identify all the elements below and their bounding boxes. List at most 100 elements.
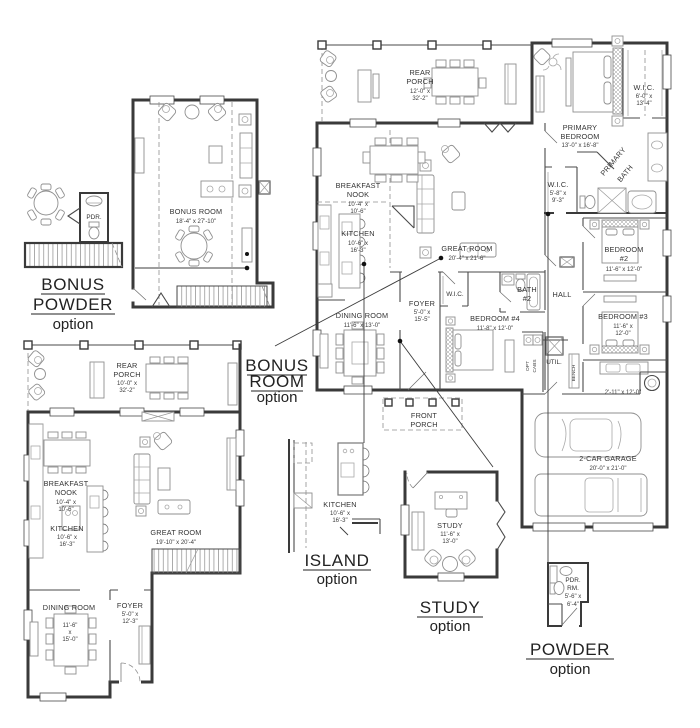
- main-kitchen-dim1: 10'-6" x: [348, 241, 368, 247]
- main-kitchen-dim2: 16'-3": [350, 248, 365, 254]
- primary-bedroom-dim: 13'-0" x 16'-8": [562, 143, 599, 149]
- bench-label: BENCH: [571, 364, 577, 381]
- lower-breakfast-label: BREAKFAST: [44, 479, 89, 488]
- bonus-powder-caption-1: BONUS: [41, 275, 104, 294]
- wic-hall-dim2: 9'-3": [552, 198, 564, 204]
- bedroom2-dim: 11'-6" x 12'-0": [606, 267, 642, 273]
- bonus-room-caption-1: BONUS: [245, 356, 308, 375]
- option-leader-lines: [135, 211, 551, 562]
- main-foyer-dim1: 5'-0" x: [414, 310, 431, 316]
- island-kitchen-dim2: 16'-3": [332, 518, 347, 524]
- bonus-room-caption-2: ROOM: [249, 372, 304, 391]
- powder-caption-2: option: [550, 661, 591, 678]
- main-rear-porch-label2: PORCH: [406, 77, 433, 86]
- main-foyer-label: FOYER: [409, 299, 435, 308]
- lower-dining-dim3: 15'-0": [62, 637, 77, 643]
- bedroom4-dim: 11'-8" x 12'-0": [477, 326, 513, 332]
- primary-wic-dim1: 6'-0" x: [636, 94, 653, 100]
- bonus-powder-caption-3: option: [53, 316, 94, 333]
- bath2-label2: #2: [523, 294, 532, 303]
- bonus-room-label: BONUS ROOM: [170, 207, 223, 216]
- main-rear-porch-dim2: 32'-2": [412, 96, 427, 102]
- powder-plan: PDR. RM. 5'-6" x 6'-4" POWDER option: [526, 562, 614, 678]
- main-dining-label: DINING ROOM: [336, 311, 388, 320]
- main-breakfast-label2: NOOK: [347, 190, 369, 199]
- hall-label: HALL: [552, 290, 571, 299]
- wic-hall-dim1: 5'-8" x: [550, 191, 567, 197]
- lower-breakfast-label2: NOOK: [55, 488, 77, 497]
- bonus-room-plan: REAR PORCH 10'-0" x 32'-2" BREAKFAST NOO…: [23, 340, 308, 702]
- bath2-label: BATH: [517, 285, 537, 294]
- bedroom3-dim2: 12'-0": [615, 331, 630, 337]
- bonus-room-dim: 18'-4" x 27'-10": [176, 219, 216, 225]
- primary-bedroom-label: PRIMARY: [563, 123, 598, 132]
- bedroom3-label: BEDROOM #3: [598, 312, 648, 321]
- powder-room-label: PDR.: [565, 577, 580, 584]
- main-dining-dim: 11'-6" x 13'-0": [344, 323, 380, 329]
- island-caption-2: option: [317, 571, 358, 588]
- main-breakfast-label: BREAKFAST: [336, 181, 381, 190]
- main-great-room-label: GREAT ROOM: [441, 244, 492, 253]
- study-room-label: STUDY: [437, 521, 463, 530]
- bedroom4-label: BEDROOM #4: [470, 314, 520, 323]
- lower-foyer-dim2: 12'-3": [122, 619, 137, 625]
- lower-dining-label: DINING ROOM: [43, 603, 95, 612]
- powder-room-dim1: 5'-6" x: [565, 594, 582, 600]
- powder-room-dim2: 6'-4": [567, 602, 579, 608]
- powder-caption-1: POWDER: [530, 640, 610, 659]
- island-plan: KITCHEN 10'-6" x 16'-3" ISLAND option: [288, 439, 381, 588]
- study-plan: STUDY 11'-6" x 13'-0" STUDY option: [400, 470, 506, 635]
- garage-label: 2-CAR GARAGE: [579, 454, 637, 463]
- main-rear-porch-dim1: 12'-0" x: [410, 89, 430, 95]
- island-kitchen-dim1: 10'-6" x: [330, 511, 350, 517]
- lower-great-room-dim: 19'-10" x 20'-4": [156, 540, 196, 546]
- study-caption-1: STUDY: [420, 598, 481, 617]
- main-plan: REAR PORCH 12'-0" x 32'-2" PRIMARY BEDRO…: [312, 35, 672, 532]
- lower-rear-porch-label: REAR: [116, 361, 137, 370]
- lower-breakfast-dim2: 10'-6": [58, 507, 73, 513]
- front-porch-label2: PORCH: [410, 420, 437, 429]
- bedroom2-label2: #2: [620, 254, 629, 263]
- study-caption-2: option: [430, 618, 471, 635]
- lower-kitchen-dim1: 10'-6" x: [57, 535, 77, 541]
- powder-room-label2: RM.: [567, 585, 579, 592]
- mud-dim-label: 2'-11" x 12'-0": [605, 390, 641, 396]
- lower-rear-porch-dim2: 32'-2": [119, 388, 134, 394]
- bonus-room-caption-3: option: [257, 389, 298, 406]
- primary-wic-label: W.I.C.: [633, 83, 654, 92]
- island-kitchen-label: KITCHEN: [323, 500, 356, 509]
- primary-bedroom-label2: BEDROOM: [560, 132, 599, 141]
- pdr-label: PDR.: [86, 214, 101, 221]
- bedroom3-dim1: 11'-6" x: [613, 324, 633, 330]
- garage-dim: 20'-0" x 21'-0": [590, 466, 627, 472]
- lower-rear-porch-dim1: 10'-0" x: [117, 381, 137, 387]
- bonus-powder-plan: BONUS ROOM 18'-4" x 27'-10" PDR. BONUS P…: [23, 95, 275, 333]
- study-room-dim2: 13'-0": [442, 539, 457, 545]
- opt-cabs-label2: CABS: [532, 359, 538, 372]
- lower-foyer-label: FOYER: [117, 601, 143, 610]
- primary-wic-dim2: 13'-4": [636, 101, 651, 107]
- util-label: UTIL.: [546, 359, 562, 366]
- wic-bed4-label: W.I.C.: [446, 291, 464, 298]
- main-breakfast-dim1: 10'-4" x: [348, 202, 368, 208]
- lower-breakfast-dim1: 10'-4" x: [56, 500, 76, 506]
- lower-foyer-dim1: 5'-0" x: [122, 612, 139, 618]
- front-porch-label: FRONT: [411, 411, 437, 420]
- wic-hall-label: W.I.C.: [547, 180, 568, 189]
- lower-kitchen-label: KITCHEN: [50, 524, 83, 533]
- main-kitchen-label: KITCHEN: [341, 229, 374, 238]
- main-foyer-dim2: 15'-5": [414, 317, 429, 323]
- lower-dining-dim1: 11'-6": [63, 623, 78, 629]
- lower-kitchen-dim2: 16'-3": [59, 542, 74, 548]
- main-breakfast-dim2: 10'-6": [350, 209, 365, 215]
- lower-great-room-label: GREAT ROOM: [150, 528, 201, 537]
- island-caption-1: ISLAND: [304, 551, 369, 570]
- primary-bath-label2: BATH: [615, 163, 635, 184]
- lower-rear-porch-label2: PORCH: [113, 370, 140, 379]
- bedroom2-label: BEDROOM: [604, 245, 643, 254]
- study-room-dim1: 11'-6" x: [440, 532, 460, 538]
- opt-cabs-label: OPT: [525, 361, 531, 371]
- main-rear-porch-label: REAR: [409, 68, 430, 77]
